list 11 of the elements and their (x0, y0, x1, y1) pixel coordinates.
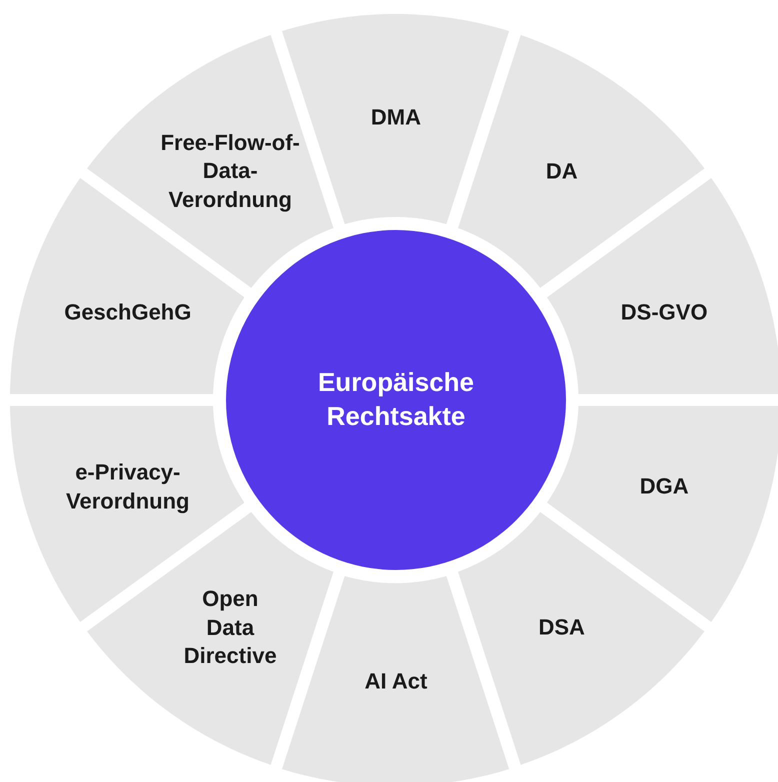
segment-label: DA (546, 158, 578, 184)
segment-label: Open Data Directive (184, 586, 277, 668)
segment-label: DSA (538, 614, 585, 640)
segment-label: DGA (640, 474, 689, 499)
segment-label: GeschGehG (64, 300, 192, 325)
hub-title: Europäische Rechtsakte (318, 367, 474, 431)
segment-label: DS-GVO (620, 300, 708, 325)
segment-label: AI Act (364, 668, 428, 694)
segment-label: DMA (370, 104, 422, 130)
segment-label: Free-Flow-of-Data-Verordnung (160, 130, 300, 212)
segment-label: e-Privacy-Verordnung (66, 460, 190, 514)
